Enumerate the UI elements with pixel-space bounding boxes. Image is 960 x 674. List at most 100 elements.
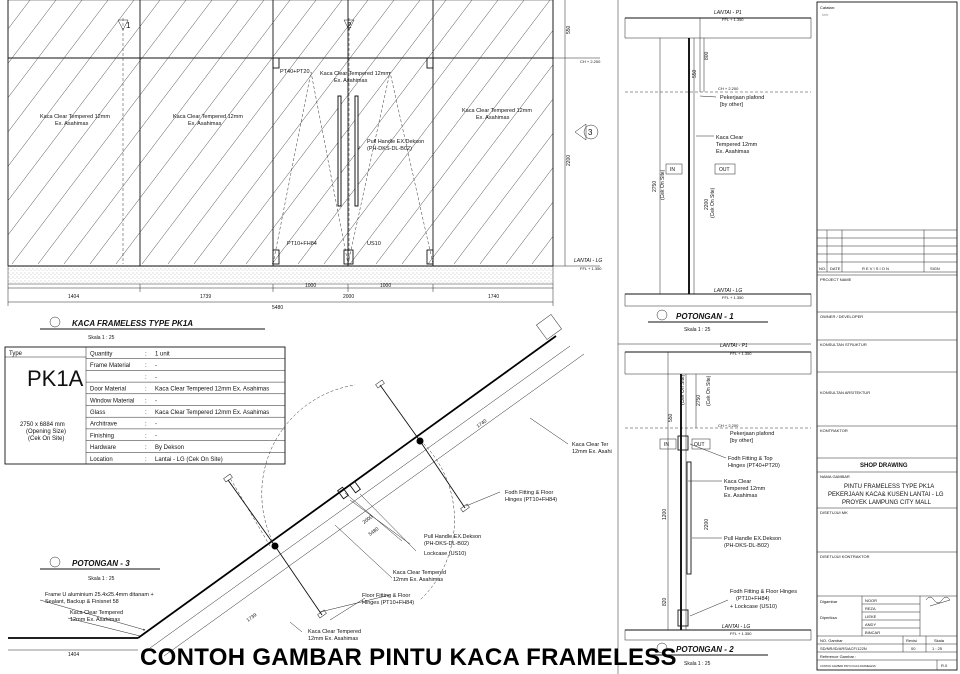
elevation-title: KACA FRAMELESS TYPE PK1A (72, 319, 193, 328)
top-hinge-label: PT40+PT20 (280, 69, 310, 75)
glass-label: Kaca Clear Tempered (393, 570, 446, 576)
glass-label: Tempered 12mm (716, 142, 758, 148)
glass-label: Ex. Asahimas (724, 493, 758, 499)
spec-row-colon: : (145, 457, 147, 463)
svg-text:1739: 1739 (246, 612, 259, 624)
lock-fitting (343, 249, 354, 265)
svg-text:SIGN: SIGN (930, 266, 940, 271)
svg-text:1000: 1000 (305, 283, 316, 289)
svg-text:(Cek On Site): (Cek On Site) (680, 374, 686, 405)
svg-text:820: 820 (662, 597, 668, 606)
svg-text:5480: 5480 (272, 305, 283, 311)
drawing-title: PROYEK LAMPUNG CITY MALL (842, 500, 932, 506)
section-marker-1: 1 (117, 18, 131, 264)
svg-text:2750: 2750 (652, 181, 658, 192)
scale-value: 1 : 25 (932, 646, 943, 651)
shop-drawing-label: SHOP DRAWING (860, 463, 908, 469)
floor-hinge-label: Floor Fitting & Floor (362, 593, 410, 599)
svg-text:NO.: NO. (819, 266, 826, 271)
svg-text:1740: 1740 (488, 294, 499, 300)
svg-text:BINCAR: BINCAR (865, 630, 880, 635)
svg-text:3: 3 (588, 128, 593, 137)
svg-text:1404: 1404 (68, 652, 79, 658)
section-1-scale: Skala 1 : 25 (684, 327, 711, 333)
floor-level-label: LANTAI - LG (722, 624, 750, 630)
glass-label: Ex. Asahimas (476, 115, 510, 121)
spec-row-colon: : (145, 363, 147, 369)
ffl-level: FFL + 1.350 (722, 295, 744, 300)
plafond-label: Pekerjaan plafond (720, 95, 764, 101)
frame-note: Frame U aluminium 25.4x25.4mm ditanam + (45, 592, 154, 598)
floor-hinge-label: Fodh Fitting & Floor (505, 490, 553, 496)
svg-text:1: 1 (126, 21, 131, 30)
svg-text:550: 550 (668, 413, 674, 422)
floor-hinge-fitting (426, 249, 434, 265)
lockcase-label: Lockcase (US10) (424, 551, 466, 557)
svg-text:800: 800 (704, 51, 710, 60)
svg-text:(Cek On Site): (Cek On Site) (660, 169, 666, 200)
svg-text:2200: 2200 (566, 155, 572, 166)
handle-label: Pull Handle EX.Dekson (424, 534, 481, 540)
svg-text:550: 550 (566, 25, 572, 34)
contractor-approval-label: DISETUJUI KONTRAKTOR (820, 554, 870, 559)
glass-hatch (8, 0, 553, 264)
out-label: OUT (719, 167, 730, 173)
glass-label: Ex. Asahimas (188, 121, 222, 127)
svg-text:2000: 2000 (343, 294, 354, 300)
checked-by-label: Diperiksa (820, 615, 837, 620)
opening-size: (Opening Size) (26, 429, 66, 435)
spec-row-value: - (155, 433, 157, 439)
section-1-title: POTONGAN - 1 (676, 312, 734, 321)
glass-label: Kaca Clear Tempered (70, 610, 123, 616)
sheet-number: R.0 (941, 663, 948, 668)
ffl-level: FFL + 1.350 (730, 631, 752, 636)
glass-label: Kaca Clear Tempered 12mm (173, 114, 243, 120)
floor-hinge-label: + Lockcase (US10) (730, 604, 777, 610)
svg-text:2200: 2200 (704, 519, 710, 530)
glass-label: 12mm Ex. Asahi (572, 449, 612, 455)
floor-level-label: LANTAI - LG (574, 258, 602, 264)
svg-text:REZA: REZA (865, 606, 876, 611)
drawing-name-label: NAMA GAMBAR (820, 474, 850, 479)
spec-row-value: - (155, 422, 157, 428)
spec-row-value: Kaca Clear Tempered 12mm Ex. Asahimas (155, 410, 269, 416)
in-label: IN (670, 167, 675, 173)
ch-level: CH + 2.200 (718, 423, 739, 428)
ch-level: CH + 2.200 (580, 59, 601, 64)
glass-label: 12mm Ex. Asahimas (70, 617, 120, 623)
in-label: IN (664, 442, 669, 448)
svg-text:2000: 2000 (362, 514, 375, 526)
elevation-scale: Skala 1 : 25 (88, 335, 115, 341)
floor-hinge-label: Hinges (PT10+FH84) (362, 600, 414, 606)
ch-level: CH + 2.200 (718, 86, 739, 91)
lock-label: US10 (367, 241, 381, 247)
top-hinge-label: Fodh Fitting & Top (728, 456, 773, 462)
structural-consultant-label: KONSULTAN STRUKTUR (820, 342, 867, 347)
spec-row-label: Frame Material (90, 363, 130, 369)
project-name-label: PROJECT NAME (820, 277, 852, 282)
pivot-point (416, 437, 424, 445)
svg-text:NOOR: NOOR (865, 598, 877, 603)
floor-level-label: LANTAI - P1 (720, 343, 748, 349)
floor-hinge-label: PT10+FH84 (287, 241, 317, 247)
svg-text:R E V I S I O N: R E V I S I O N (862, 266, 889, 271)
ffl-level: FFL + 1.350 (722, 17, 744, 22)
handle-label: Pull Handle EX.Dekson (367, 139, 424, 145)
plafond-label: [by other] (730, 438, 753, 444)
section-marker-2: 2 (343, 18, 355, 264)
floor-hinge-label: Hinges (PT10+FH84) (505, 497, 557, 503)
mk-approval-label: DISETUJUI MK (820, 510, 848, 515)
floor-hinge-fitting (677, 609, 689, 627)
svg-text:DATE: DATE (830, 266, 841, 271)
spec-row-colon: : (145, 422, 147, 428)
top-hinge-fitting (426, 57, 434, 69)
top-hinge-label: Hinges (PT40+PT20) (728, 463, 780, 469)
spec-row-value: Lantai - LG (Cek On Site) (155, 457, 223, 463)
floor-hinge-label: Fodh Fitting & Floor Hinges (730, 589, 797, 595)
section-2-view: LANTAI - P1 FFL + 1.350 CH + 2.200 LANTA… (624, 343, 812, 667)
handle-label: (PH-DKS-DL-B02) (424, 541, 469, 547)
top-hinge-fitting (677, 435, 689, 451)
spec-row-value: - (155, 363, 157, 369)
title-block: Catatan: ketr (816, 1, 958, 671)
